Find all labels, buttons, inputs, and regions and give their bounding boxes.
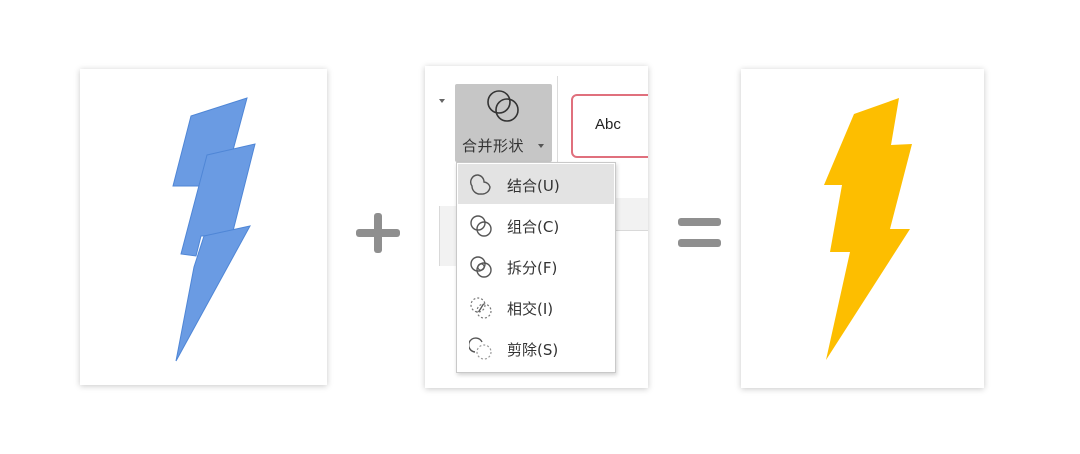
lightning-bolt-split-shape — [172, 97, 256, 362]
menu-item-subtract[interactable]: 剪除(S) — [458, 328, 614, 368]
menu-item-union[interactable]: 结合(U) — [458, 164, 614, 204]
shape-style-preview-label: Abc — [595, 116, 621, 133]
ribbon-side-strip — [439, 206, 457, 266]
union-icon — [470, 174, 491, 195]
menu-item-combine[interactable]: 组合(C) — [458, 205, 614, 245]
menu-item-label: 组合(C) — [507, 218, 560, 236]
plus-operator — [356, 213, 400, 253]
menu-item-label: 剪除(S) — [507, 341, 559, 359]
bolt-merged — [824, 98, 912, 360]
menu-item-label: 结合(U) — [507, 177, 560, 195]
menu-item-intersect[interactable]: 相交(I) — [458, 287, 614, 327]
bolt-piece-bottom — [175, 225, 251, 362]
merge-shapes-label: 合并形状 — [462, 137, 525, 155]
equals-operator — [678, 218, 721, 248]
merge-shapes-button[interactable]: 合并形状 — [455, 84, 552, 162]
lightning-bolt-merged-shape — [824, 98, 912, 360]
menu-item-label: 相交(I) — [507, 300, 554, 318]
combine-icon — [470, 215, 492, 237]
chevron-down-icon — [538, 144, 544, 148]
merge-shapes-screenshot: 合并形状 Abc 结合(U) 组合(C) — [425, 66, 648, 388]
bolt-piece-middle — [180, 143, 256, 257]
merge-shapes-icon — [487, 90, 519, 122]
fragment-icon — [470, 256, 492, 278]
right-shape-card — [741, 69, 984, 388]
ribbon-gallery-strip — [612, 198, 648, 231]
subtract-icon — [469, 337, 492, 360]
shape-style-preview[interactable]: Abc — [571, 94, 648, 158]
merge-shapes-menu: 结合(U) 组合(C) 拆分(F) 相交(I) — [456, 162, 616, 373]
ribbon-separator — [557, 76, 558, 166]
left-shape-card — [80, 69, 327, 385]
menu-item-label: 拆分(F) — [507, 259, 558, 277]
intersect-icon — [470, 297, 492, 319]
menu-item-fragment[interactable]: 拆分(F) — [458, 246, 614, 286]
ribbon-scroll-arrow[interactable] — [439, 99, 445, 103]
